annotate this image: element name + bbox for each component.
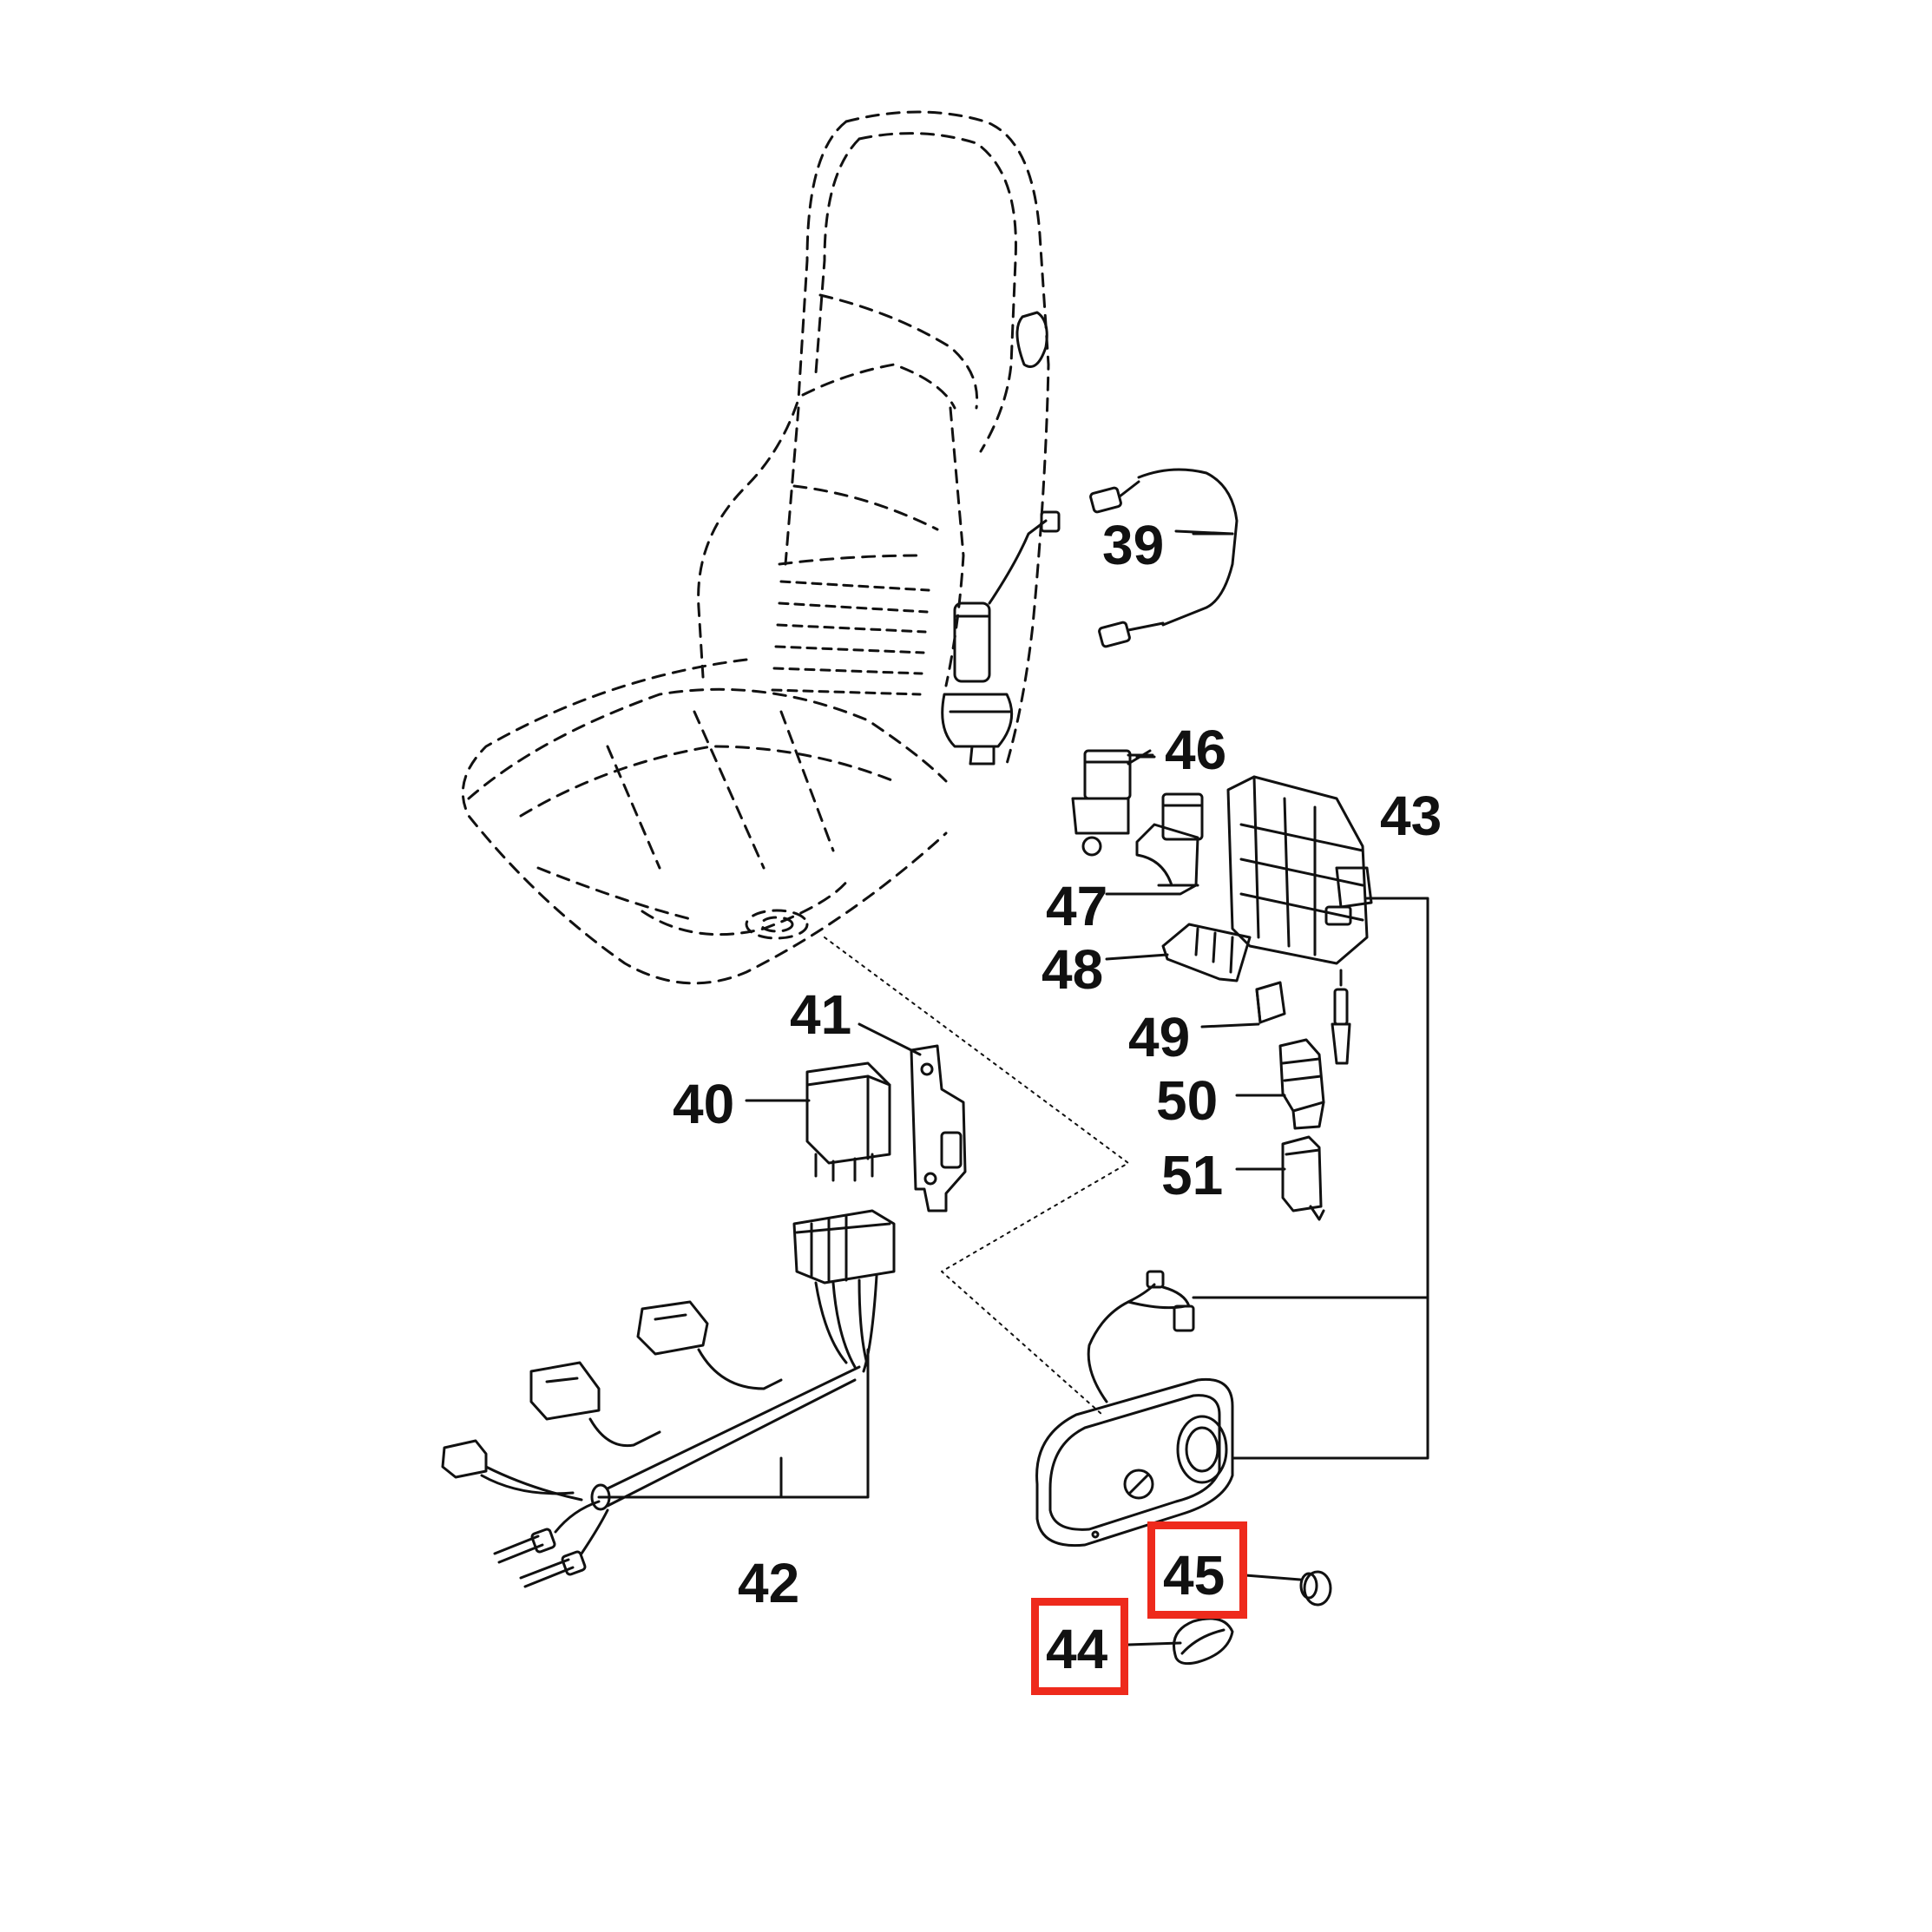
callout-50: 50	[1156, 1069, 1219, 1132]
callout-49: 49	[1128, 1006, 1191, 1068]
callout-43: 43	[1380, 785, 1442, 847]
seat-outline	[461, 110, 1050, 985]
callout-41: 41	[790, 983, 852, 1046]
part-46-relay	[1071, 749, 1156, 857]
callout-39: 39	[1102, 514, 1165, 576]
part-51-connector	[1281, 1135, 1325, 1221]
callout-51: 51	[1161, 1144, 1224, 1206]
callout-44: 44	[1046, 1618, 1108, 1680]
part-49-cap	[1255, 981, 1286, 1024]
part-43-switch-assembly	[1035, 1270, 1234, 1548]
callout-47: 47	[1046, 875, 1108, 937]
terminal-pin	[1331, 969, 1351, 1065]
leader-lines	[597, 532, 1429, 1646]
part-48-bracket	[1161, 923, 1252, 982]
part-41-bracket	[910, 1044, 967, 1212]
part-43-relay-box	[1226, 775, 1373, 965]
backrest-motor	[941, 510, 1061, 766]
callout-40: 40	[673, 1073, 735, 1135]
part-45-knob	[1299, 1570, 1332, 1607]
callout-48: 48	[1042, 938, 1104, 1001]
callout-45: 45	[1163, 1544, 1226, 1607]
callout-42: 42	[738, 1552, 800, 1614]
part-42-harness	[441, 1209, 896, 1588]
part-40-module	[805, 1061, 891, 1182]
part-44-knob	[1173, 1617, 1234, 1666]
callout-46: 46	[1165, 719, 1227, 781]
highlight-box-44	[1031, 1598, 1128, 1695]
part-50-connector	[1278, 1038, 1325, 1130]
part-47-relay	[1135, 792, 1204, 887]
highlight-box-45	[1147, 1521, 1247, 1619]
reference-dotted-lines	[824, 936, 1129, 1416]
